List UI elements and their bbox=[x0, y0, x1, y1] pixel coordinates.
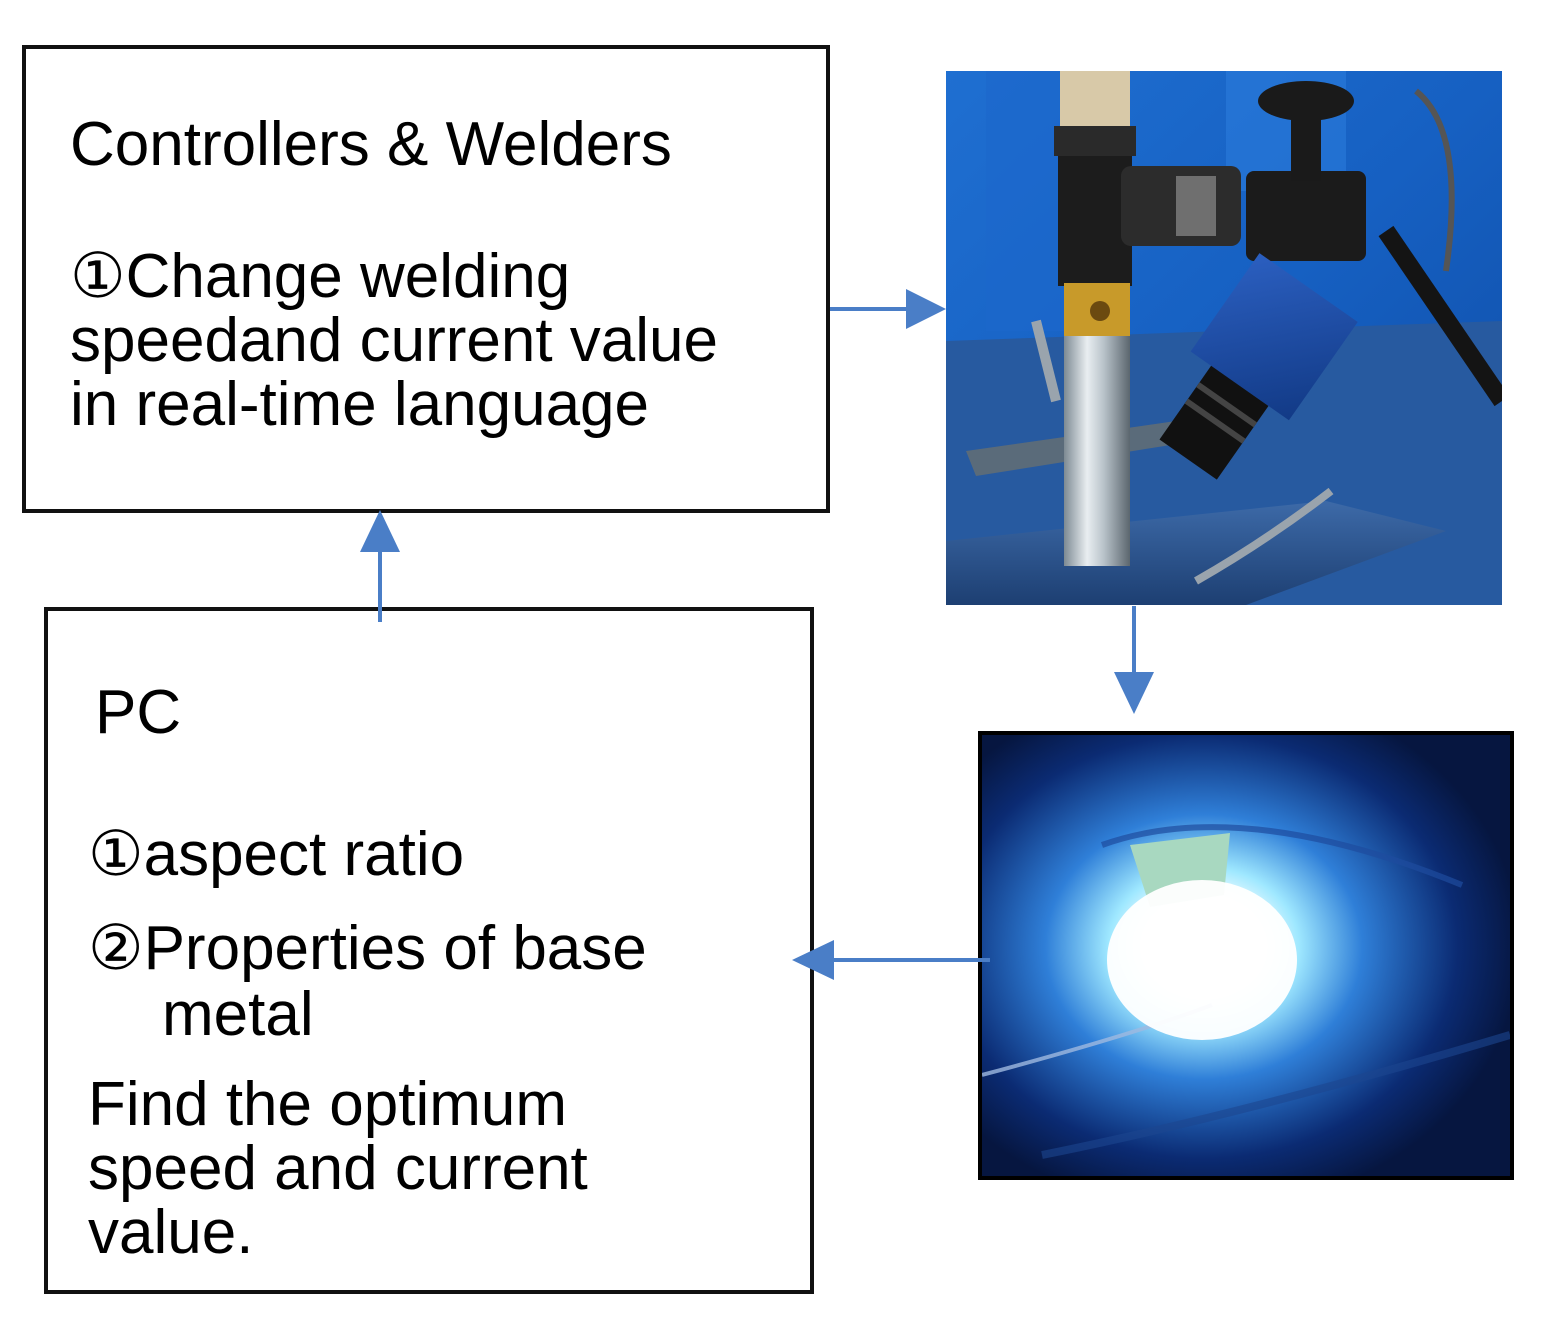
welding-arc-photo bbox=[978, 731, 1514, 1180]
pc-item1: ①aspect ratio bbox=[88, 820, 465, 889]
controllers-item1-line1: ①Change welding bbox=[70, 242, 571, 311]
controllers-item1-line2: speedand current value bbox=[70, 306, 719, 375]
welding-setup-photo bbox=[946, 71, 1502, 605]
arrowhead-up bbox=[360, 510, 400, 552]
pc-note-line3: value. bbox=[88, 1198, 254, 1267]
controllers-title: Controllers & Welders bbox=[70, 110, 672, 179]
controllers-welders-box bbox=[22, 45, 830, 513]
arrowhead-down bbox=[1114, 672, 1154, 714]
pc-item2-line1: ②Properties of base bbox=[88, 914, 647, 983]
controllers-item1-line3: in real-time language bbox=[70, 370, 650, 439]
arrowhead-right bbox=[906, 289, 946, 329]
pc-title: PC bbox=[95, 678, 182, 747]
pc-note-line1: Find the optimum bbox=[88, 1070, 567, 1139]
pc-box bbox=[44, 607, 814, 1294]
pc-item2-line2: metal bbox=[162, 980, 314, 1049]
pc-note-line2: speed and current bbox=[88, 1134, 588, 1203]
